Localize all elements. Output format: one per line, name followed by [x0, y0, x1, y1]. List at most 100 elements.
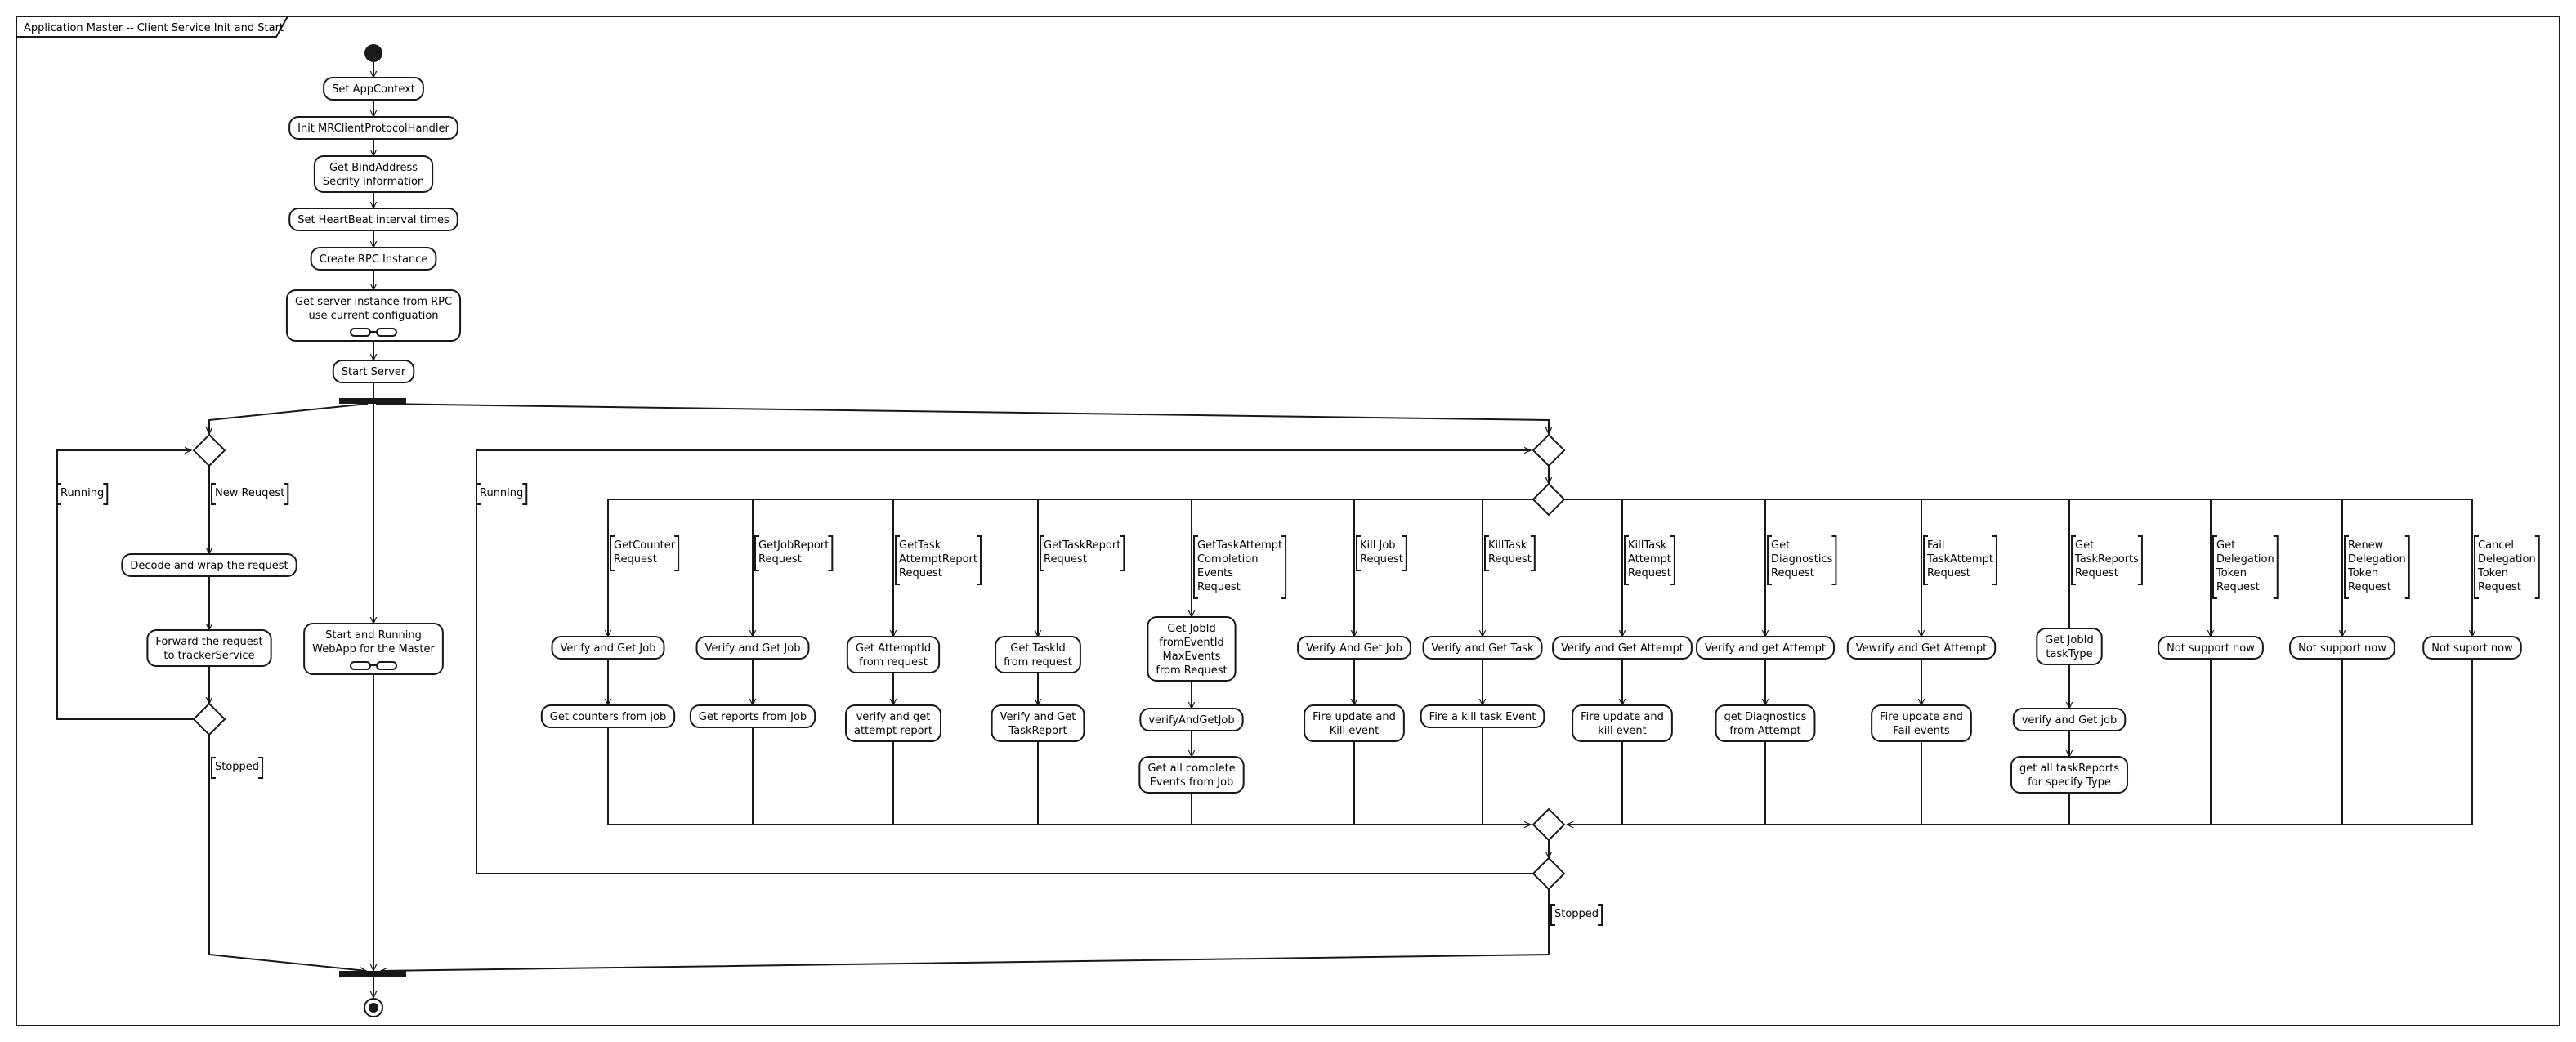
decode-request-action-label: Decode and wrap the request [130, 560, 288, 572]
subactivity-icon [350, 661, 371, 670]
case-14-action-1: Not suport now [2422, 636, 2522, 660]
guard-new-request: New Reuqest [211, 483, 289, 505]
case-2-action-1: Verify and Get Job [695, 636, 810, 660]
case-5-action-3-box [1138, 756, 1245, 794]
case-5-action-1-box [1147, 616, 1237, 682]
init-step-7-box [332, 360, 415, 383]
case-6-action-2-box [1304, 704, 1405, 742]
loop-decision-diamond-left [192, 702, 226, 736]
case-7-action-2: Fire a kill task Event [1420, 704, 1545, 728]
fork-bar [339, 398, 406, 404]
request-type-merge [1532, 807, 1566, 842]
case-5-action-2-label: verifyAndGetJob [1148, 714, 1234, 727]
case-14-action-1-label: Not suport now [2431, 642, 2513, 655]
flow-edge [208, 735, 366, 971]
case-11-action-2-box [2012, 708, 2127, 731]
guard-running-left-text: Running [60, 487, 104, 499]
case-8-action-1-box [1552, 636, 1693, 660]
case-6-action-1-label: Verify And Get Job [1306, 642, 1402, 655]
case-7-action-2-box [1420, 704, 1545, 728]
loop-back-edge-right [476, 450, 1533, 874]
case-7-action-1-box [1422, 636, 1543, 660]
frame-title: Application Master -- Client Service Ini… [24, 22, 284, 34]
init-step-5: Create RPC Instance [310, 247, 437, 271]
case-2-action-2: Get reports from Job [689, 704, 816, 728]
loop-merge-diamond-right [1532, 433, 1566, 467]
case-1-action-1-label: Verify and Get Job [561, 642, 656, 655]
init-step-7: Start Server [332, 360, 415, 383]
init-step-3-box [313, 155, 434, 193]
case-1-action-2-box [540, 704, 676, 728]
case-11-action-3-box [2010, 756, 2129, 794]
case-3-action-2-box [844, 704, 942, 742]
case-13-action-1: Not support now [2289, 636, 2395, 660]
flow-edge [375, 403, 1549, 434]
init-step-4-box [288, 208, 458, 231]
case-8-action-1-label: Verify and Get Attempt [1561, 642, 1684, 655]
case-6-action-1-box [1297, 636, 1411, 660]
case-4-action-2-box [991, 704, 1085, 742]
case-12-action-1-box [2158, 636, 2264, 660]
decode-request-action: Decode and wrap the request [121, 553, 297, 577]
case-10-action-1-box [1846, 636, 1997, 660]
case-3-action-1-box [846, 636, 941, 673]
init-step-5-label: Create RPC Instance [320, 253, 428, 266]
case-2-action-1-box [695, 636, 810, 660]
case-5-action-2-box [1139, 708, 1244, 731]
flow-edge [209, 403, 369, 434]
frame-title-tab [16, 16, 288, 38]
case-1-action-2: Get counters from job [540, 704, 676, 728]
subactivity-icon-part [376, 328, 397, 337]
case-7-action-1: Verify and Get Task [1422, 636, 1543, 660]
case-13-action-1-label: Not support now [2298, 642, 2386, 655]
init-step-6-box [285, 289, 462, 342]
init-step-4-label: Set HeartBeat interval times [297, 214, 449, 226]
decode-request-action-box [121, 553, 297, 577]
case-7-action-2-label: Fire a kill task Event [1429, 711, 1536, 723]
case-1-action-1: Verify and Get Job [551, 636, 665, 660]
init-step-2-box [288, 116, 458, 140]
case-2-action-2-label: Get reports from Job [699, 711, 807, 723]
case-8-action-1: Verify and Get Attempt [1552, 636, 1693, 660]
loop-back-edge-left [56, 450, 194, 720]
init-step-5-box [310, 247, 437, 271]
case-9-action-1: Verify and get Attempt [1696, 636, 1835, 660]
case-7-action-1-label: Verify and Get Task [1432, 642, 1534, 655]
guard-new-request-text: New Reuqest [215, 487, 284, 499]
case-6-action-1: Verify And Get Job [1297, 636, 1411, 660]
